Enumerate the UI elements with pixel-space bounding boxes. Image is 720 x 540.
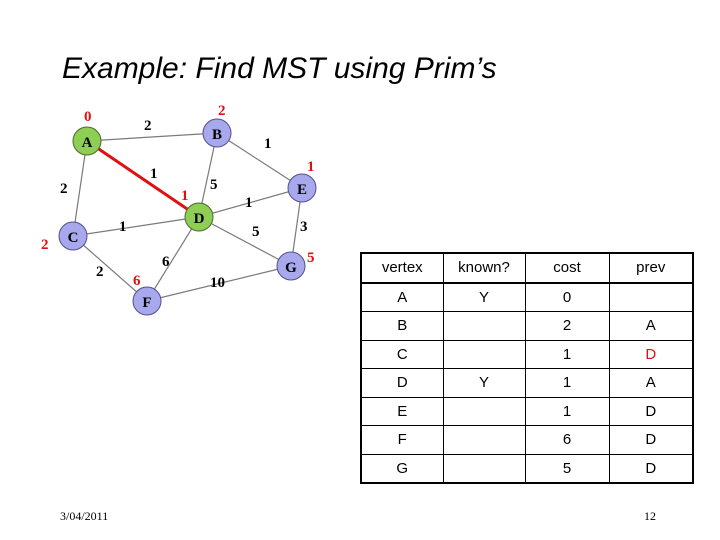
- header-vertex: vertex: [360, 252, 444, 284]
- weight-a-b: 2: [144, 118, 152, 134]
- edge-d-e: [198, 187, 303, 218]
- weight-b-e: 1: [264, 136, 272, 152]
- cell-vertex: G: [360, 453, 444, 484]
- cell-cost: 1: [524, 339, 610, 369]
- weight-a-c: 2: [60, 181, 68, 197]
- edge-d-f: [146, 216, 200, 302]
- header-prev: prev: [608, 252, 694, 284]
- table-row: C 1 D: [360, 339, 694, 369]
- weight-b-d: 5: [210, 177, 218, 193]
- cell-prev: A: [608, 311, 694, 341]
- cell-vertex: B: [360, 311, 444, 341]
- cell-vertex: F: [360, 425, 444, 455]
- cell-known: Y: [442, 282, 526, 312]
- cell-vertex: C: [360, 339, 444, 369]
- cell-cost: 1: [524, 368, 610, 398]
- cell-cost: 1: [524, 396, 610, 426]
- cell-prev: D: [608, 453, 694, 484]
- cost-c: 2: [41, 237, 49, 253]
- node-e: E: [287, 173, 317, 203]
- edge-b-e: [216, 132, 303, 189]
- cell-prev: [608, 282, 694, 312]
- edge-c-d: [72, 216, 200, 237]
- cell-vertex: E: [360, 396, 444, 426]
- edge-a-d-highlighted: [86, 139, 200, 219]
- node-b-label: B: [212, 127, 222, 143]
- cell-cost: 0: [524, 282, 610, 312]
- node-d: D: [184, 202, 214, 232]
- weight-e-g: 3: [300, 219, 308, 235]
- cell-vertex: A: [360, 282, 444, 312]
- header-known: known?: [442, 252, 526, 284]
- table-row: D Y 1 A: [360, 368, 694, 398]
- weight-d-e: 1: [245, 195, 253, 211]
- page-number: 12: [644, 509, 656, 523]
- weight-f-g: 10: [210, 275, 225, 291]
- node-d-label: D: [194, 211, 205, 227]
- node-a-label: A: [82, 135, 93, 151]
- cell-vertex: D: [360, 368, 444, 398]
- cost-b: 2: [218, 103, 226, 119]
- edge-f-g: [146, 265, 292, 302]
- cell-prev-highlighted: D: [608, 339, 694, 369]
- cost-f: 6: [133, 273, 141, 289]
- table-row: B 2 A: [360, 311, 694, 341]
- cell-known: [442, 339, 526, 369]
- table-row: A Y 0: [360, 282, 694, 312]
- node-b: B: [202, 118, 232, 148]
- node-e-label: E: [297, 182, 307, 198]
- cost-a: 0: [84, 109, 92, 125]
- node-g: G: [276, 251, 306, 281]
- weight-d-f: 6: [162, 254, 170, 270]
- weight-a-d: 1: [150, 166, 158, 182]
- node-c: C: [58, 221, 88, 251]
- header-cost: cost: [524, 252, 610, 284]
- table-header-row: vertex known? cost prev: [360, 252, 694, 284]
- table-row: G 5 D: [360, 453, 694, 484]
- cell-cost: 6: [524, 425, 610, 455]
- cost-d: 1: [181, 188, 189, 204]
- cell-prev: D: [608, 425, 694, 455]
- edge-a-c: [72, 140, 88, 237]
- footer-date: 3/04/2011: [60, 509, 109, 523]
- cell-prev: D: [608, 396, 694, 426]
- weight-d-g: 5: [252, 224, 260, 240]
- cost-e: 1: [307, 159, 315, 175]
- node-f-label: F: [142, 295, 151, 311]
- cell-prev: A: [608, 368, 694, 398]
- cell-known: [442, 311, 526, 341]
- cell-known: [442, 425, 526, 455]
- cell-cost: 5: [524, 453, 610, 484]
- cost-g: 5: [307, 250, 315, 266]
- weight-c-f: 2: [96, 264, 104, 280]
- cell-known: [442, 453, 526, 484]
- cell-known: [442, 396, 526, 426]
- prim-state-table: vertex known? cost prev A Y 0 B 2 A C 1 …: [360, 252, 694, 484]
- node-g-label: G: [285, 260, 297, 276]
- cell-cost: 2: [524, 311, 610, 341]
- table-row: E 1 D: [360, 396, 694, 426]
- cell-known: Y: [442, 368, 526, 398]
- edge-c-f: [72, 235, 148, 302]
- weight-c-d: 1: [119, 219, 127, 235]
- node-f: F: [132, 286, 162, 316]
- node-a: A: [72, 126, 102, 156]
- slide-title: Example: Find MST using Prim’s: [62, 52, 497, 85]
- node-c-label: C: [68, 230, 79, 246]
- table-row: F 6 D: [360, 425, 694, 455]
- edge-a-b: [86, 132, 218, 142]
- edge-d-g: [198, 216, 292, 267]
